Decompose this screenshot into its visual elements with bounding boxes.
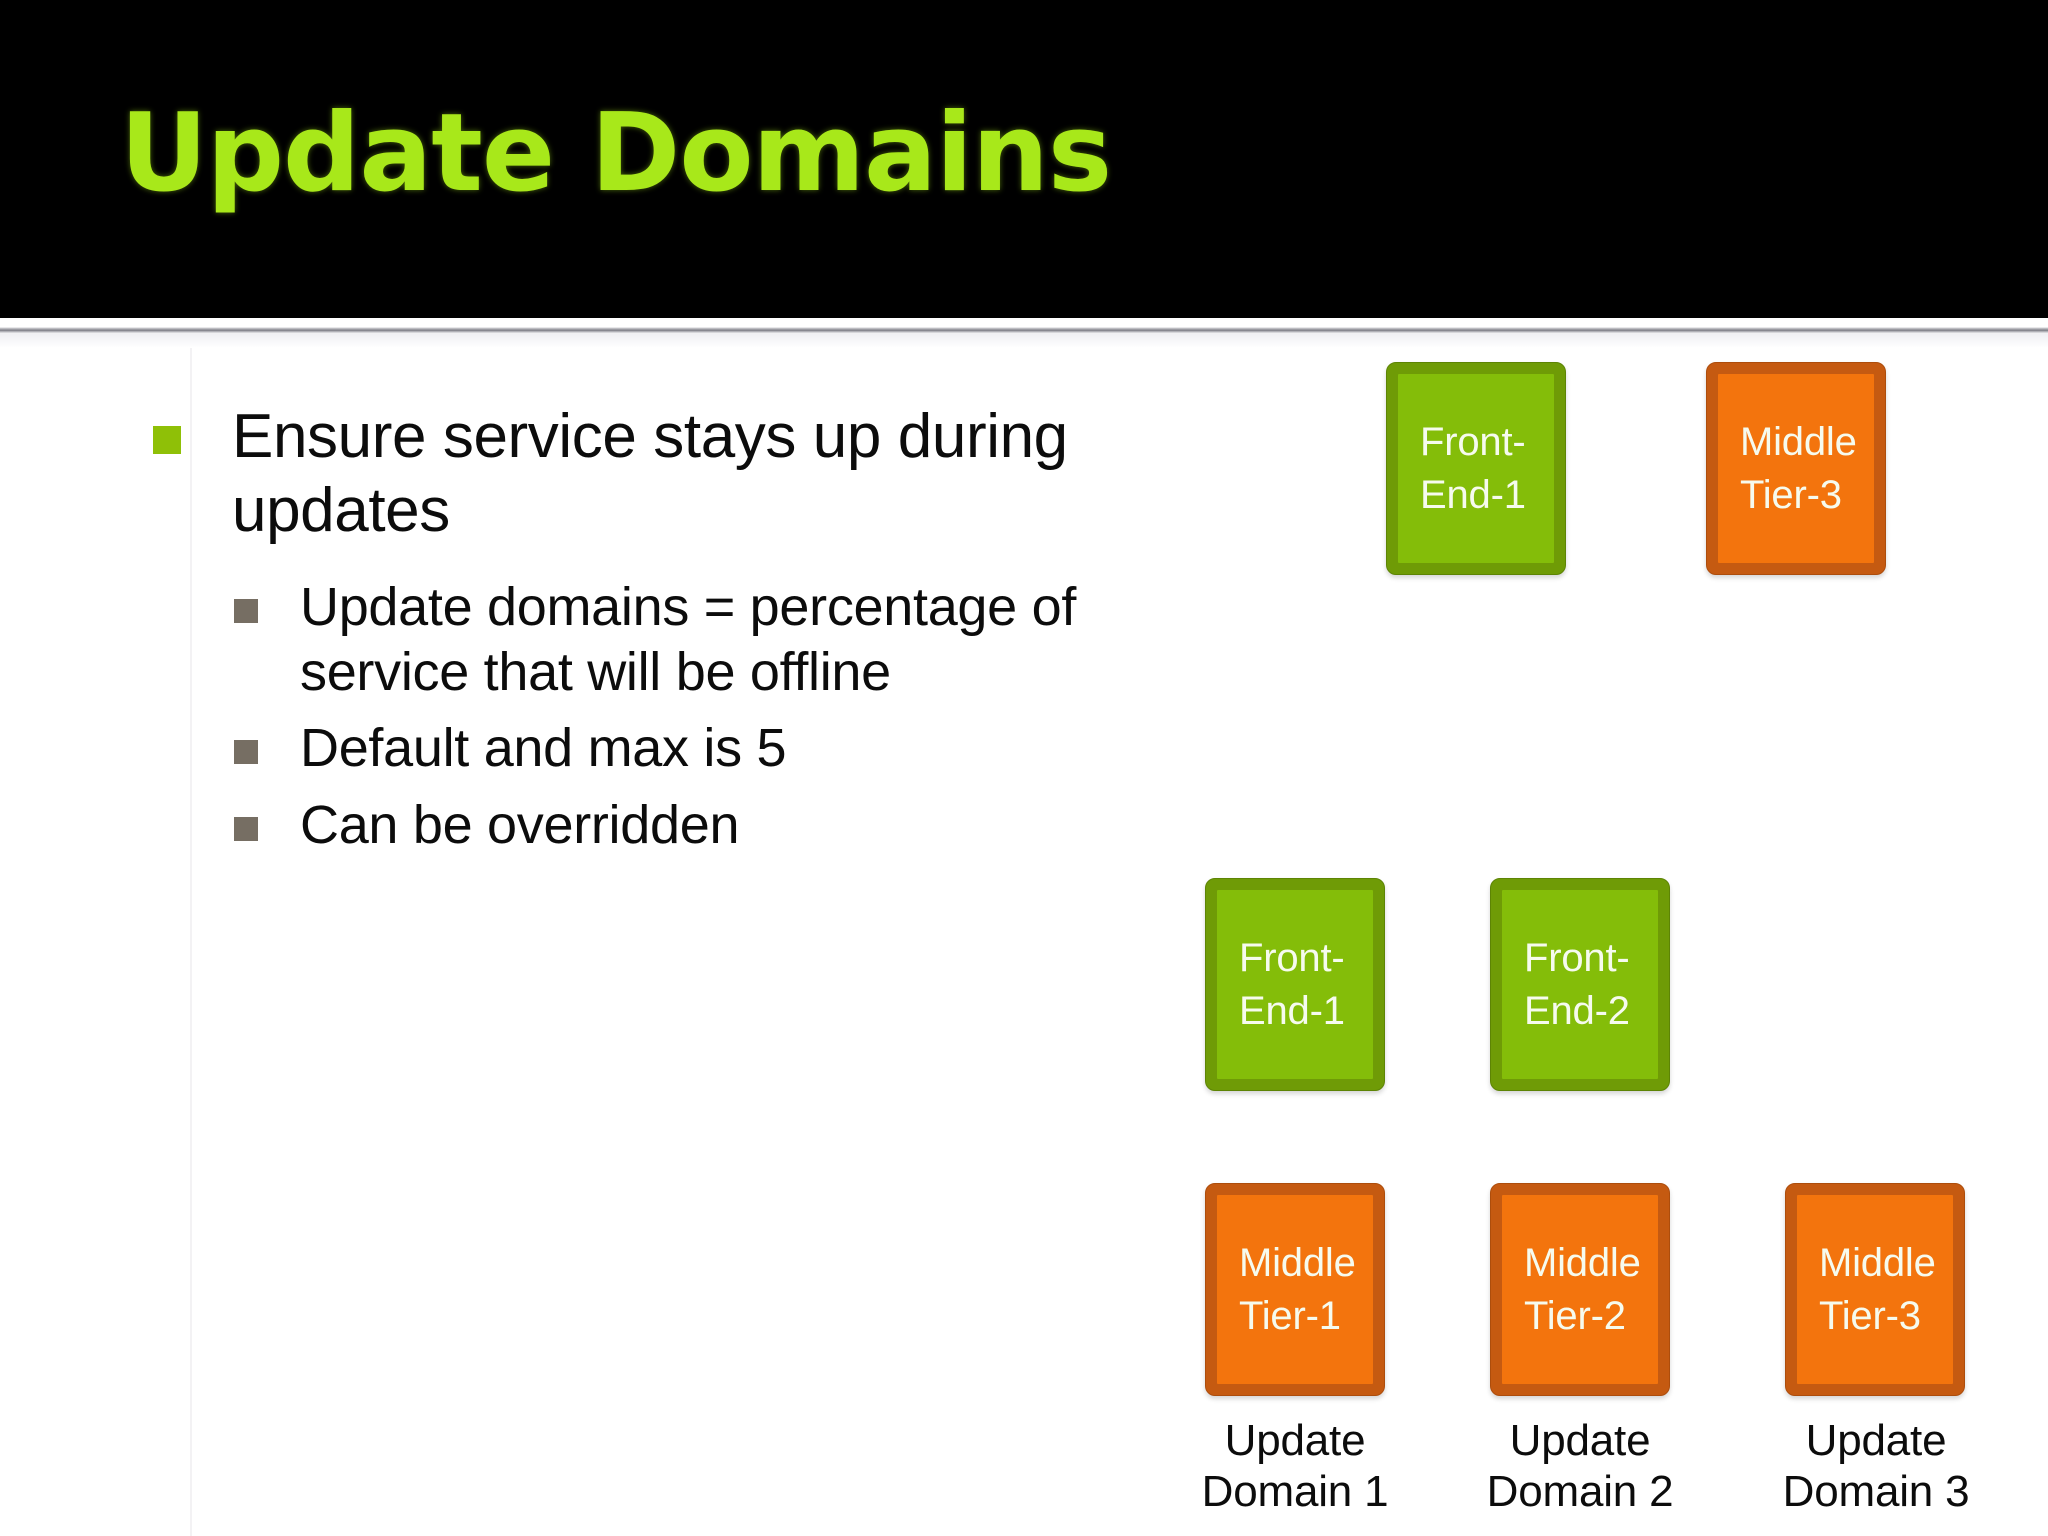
node-inner-face: Middle Tier-3 (1795, 1193, 1955, 1386)
node-inner-face: Middle Tier-2 (1500, 1193, 1660, 1386)
sub-bullet-square-icon (234, 598, 258, 623)
bullet-text: Ensure service stays up during updates (232, 402, 1068, 546)
bullet-text: Default and max is 5 (300, 718, 787, 779)
sub-bullet-square-icon (234, 740, 258, 765)
diagram-node-middle-tier-3[interactable]: Middle Tier-3 (1785, 1183, 1965, 1396)
bullet-item-level2: Update domains = percentage of service t… (140, 575, 1170, 705)
node-label-line2: End-1 (1239, 988, 1345, 1033)
node-label-line1: Front- (1239, 935, 1345, 980)
diagram-node-front-end-1[interactable]: Front- End-1 (1205, 878, 1385, 1091)
bullet-item-level1: Ensure service stays up during updates (140, 400, 1170, 549)
node-label-line2: Tier-3 (1740, 472, 1842, 517)
node-inner-face: Middle Tier-1 (1215, 1193, 1375, 1386)
diagram-node-middle-tier-3-top[interactable]: Middle Tier-3 (1706, 362, 1886, 575)
node-inner-face: Front- End-1 (1396, 372, 1556, 565)
bullet-square-icon (153, 426, 181, 454)
node-label-line2: Tier-2 (1524, 1293, 1626, 1338)
update-domain-caption-3: Update Domain 3 (1726, 1415, 2026, 1517)
caption-line1: Update (1805, 1416, 1947, 1465)
diagram-node-middle-tier-1[interactable]: Middle Tier-1 (1205, 1183, 1385, 1396)
diagram-node-front-end-2[interactable]: Front- End-2 (1490, 878, 1670, 1091)
caption-line2: Domain 2 (1486, 1467, 1674, 1517)
title-banner: Update Domains (0, 0, 2048, 318)
node-label-line1: Front- (1524, 935, 1630, 980)
node-label-line1: Middle (1819, 1240, 1936, 1285)
bullet-item-level2: Can be overridden (140, 793, 1170, 858)
node-inner-face: Middle Tier-3 (1716, 372, 1876, 565)
node-inner-face: Front- End-1 (1215, 888, 1375, 1081)
banner-divider-rule (0, 327, 2048, 334)
node-label-line2: End-2 (1524, 988, 1630, 1033)
body-vertical-divider (190, 348, 192, 1536)
bullet-item-level2: Default and max is 5 (140, 716, 1170, 781)
diagram-node-middle-tier-2[interactable]: Middle Tier-2 (1490, 1183, 1670, 1396)
node-label-line1: Middle (1524, 1240, 1641, 1285)
diagram-node-front-end-1-top[interactable]: Front- End-1 (1386, 362, 1566, 575)
caption-line1: Update (1509, 1416, 1651, 1465)
banner-divider-fade (0, 334, 2048, 348)
node-label-line1: Front- (1420, 419, 1526, 464)
bullet-list: Ensure service stays up during updates U… (140, 400, 1170, 870)
caption-line1: Update (1224, 1416, 1366, 1465)
caption-line2: Domain 1 (1201, 1467, 1389, 1517)
bullet-text: Update domains = percentage of service t… (300, 576, 1077, 702)
slide-title: Update Domains (120, 91, 1112, 216)
node-label-line1: Middle (1239, 1240, 1356, 1285)
sub-bullet-square-icon (234, 817, 258, 842)
node-label-line2: Tier-1 (1239, 1293, 1341, 1338)
node-label-line1: Middle (1740, 419, 1857, 464)
node-label-line2: End-1 (1420, 472, 1526, 517)
bullet-text: Can be overridden (300, 795, 740, 856)
node-inner-face: Front- End-2 (1500, 888, 1660, 1081)
update-domain-caption-1: Update Domain 1 (1145, 1415, 1445, 1517)
update-domain-caption-2: Update Domain 2 (1430, 1415, 1730, 1517)
caption-line2: Domain 3 (1782, 1467, 1970, 1517)
node-label-line2: Tier-3 (1819, 1293, 1921, 1338)
